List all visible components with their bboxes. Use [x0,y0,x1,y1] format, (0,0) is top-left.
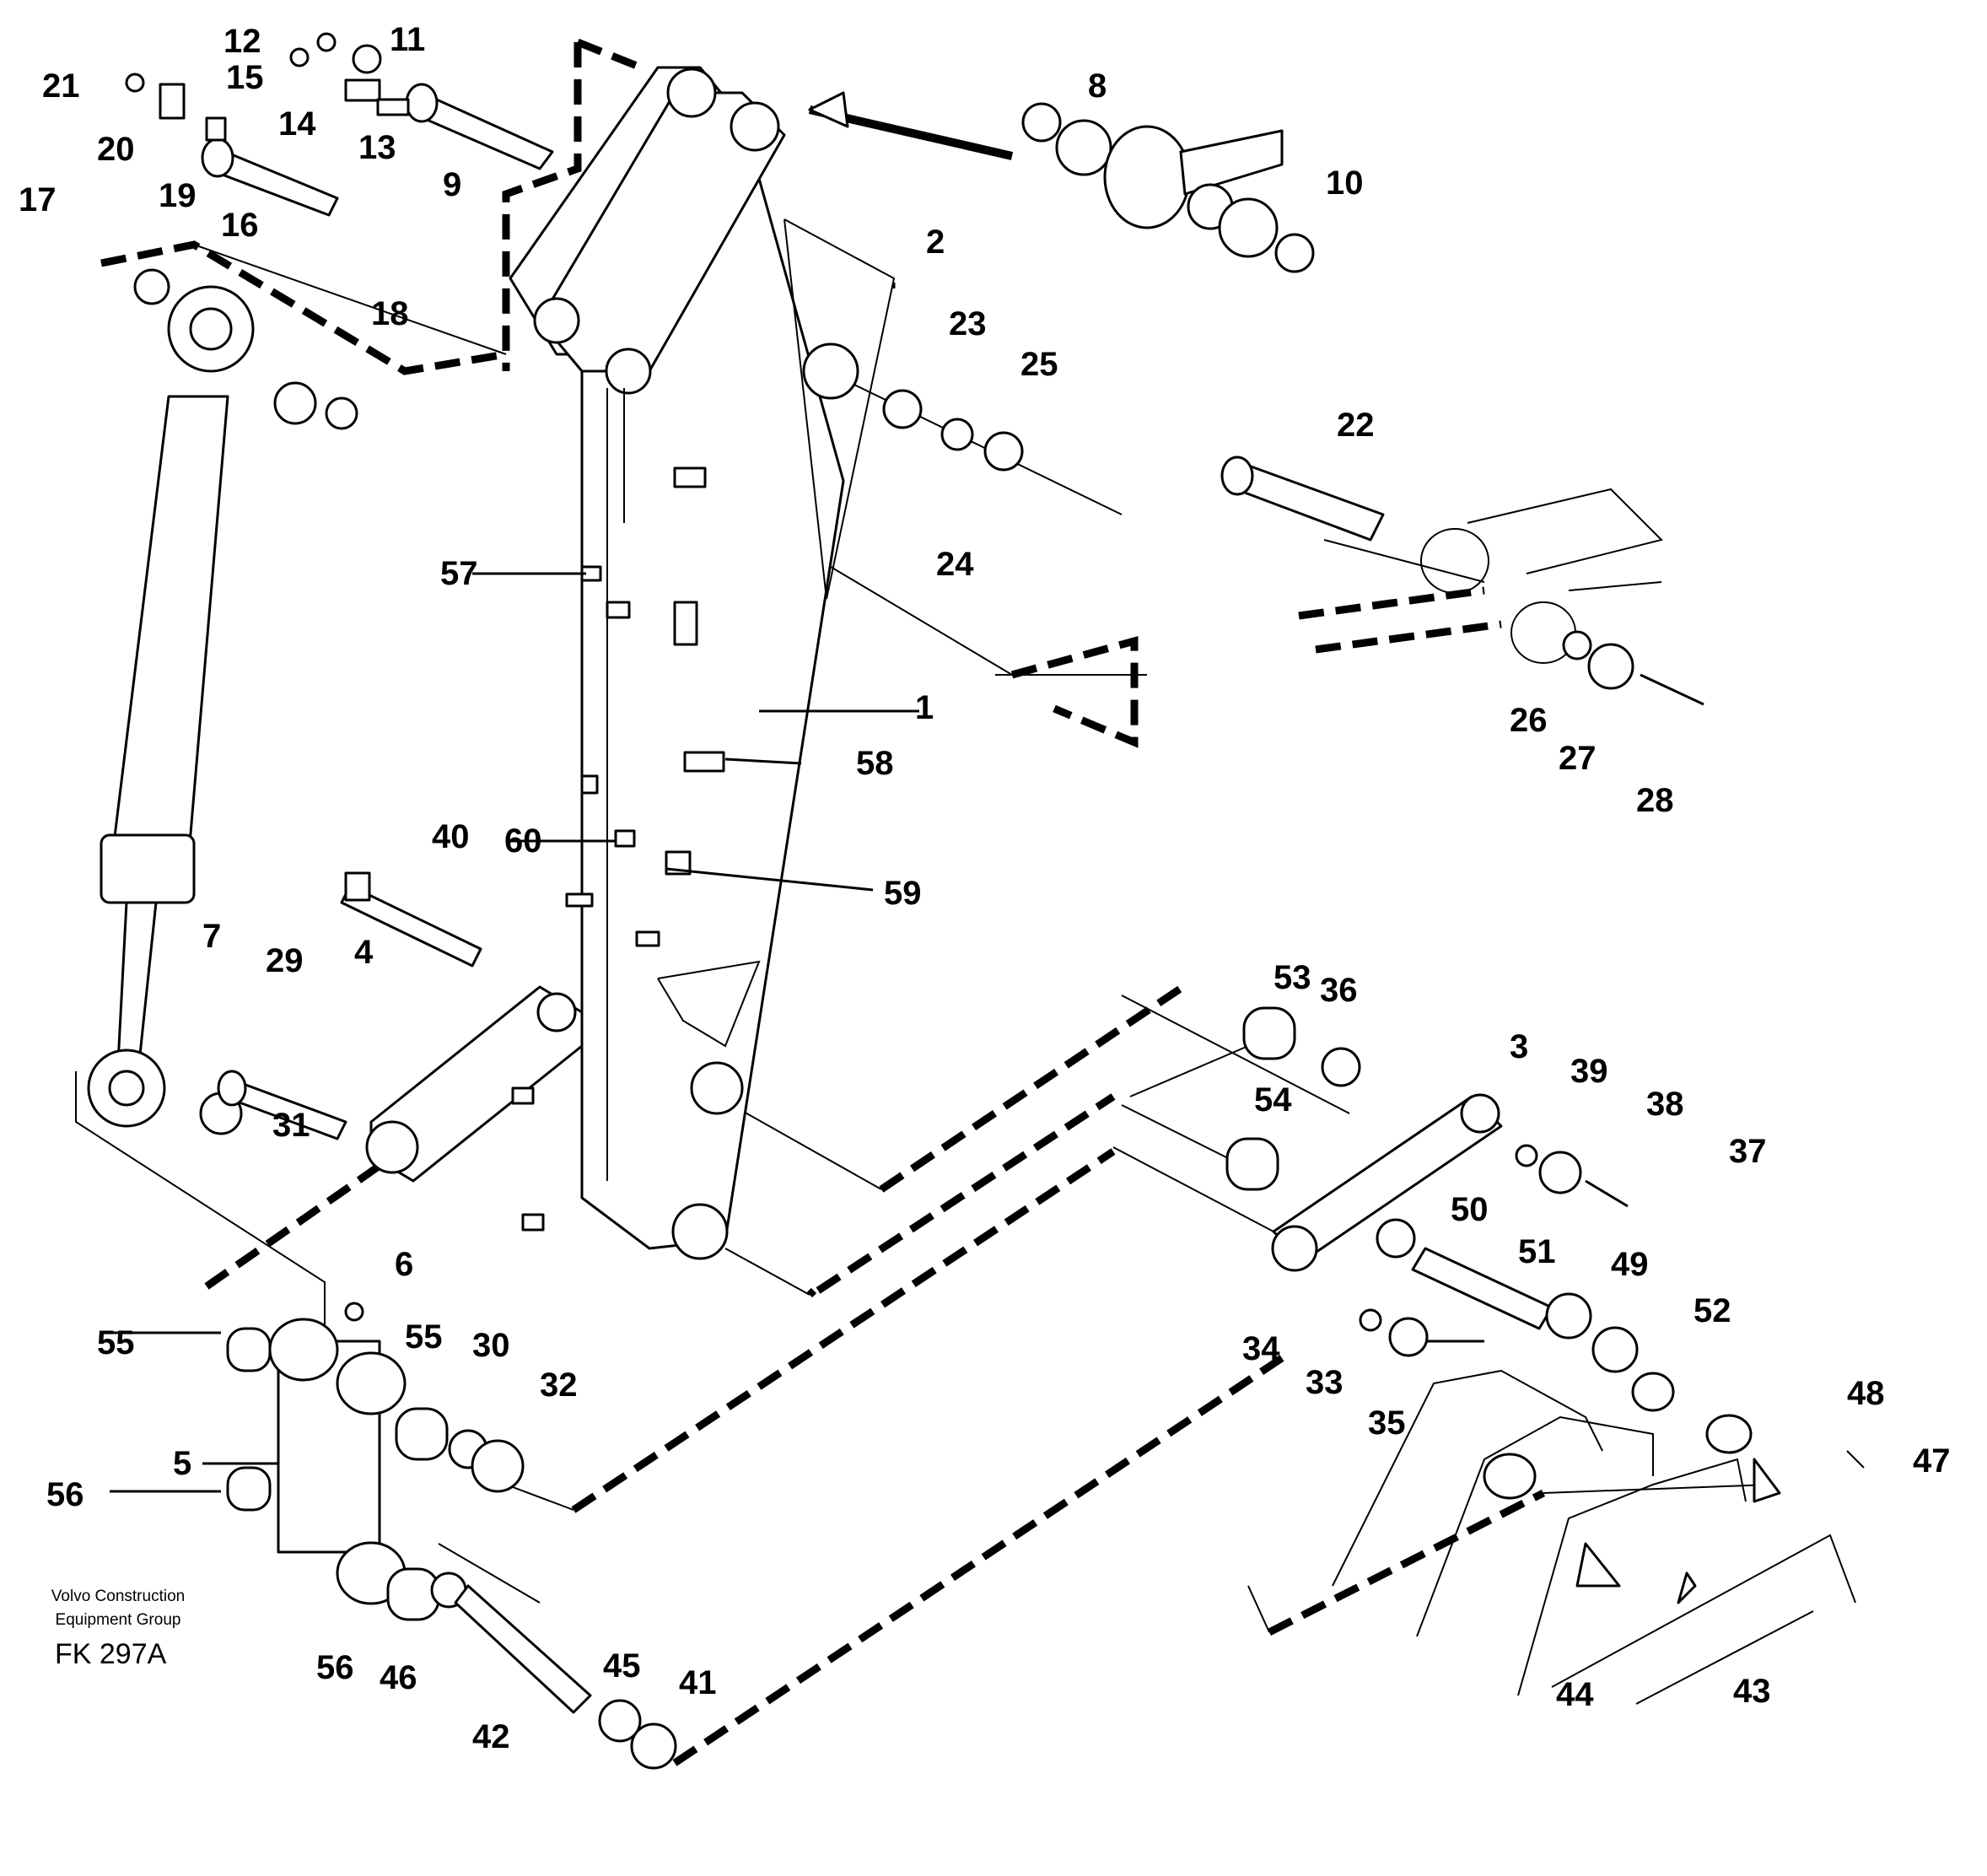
callout-16: 16 [221,207,259,244]
callout-10: 10 [1326,164,1364,202]
callout-56a: 56 [46,1476,84,1513]
callout-8: 8 [1088,67,1107,105]
caption-company-line1: Volvo Construction [51,1588,186,1605]
callout-53: 53 [1274,959,1311,996]
lower-left-linkage [217,871,584,1232]
callout-52: 52 [1694,1292,1731,1329]
callout-40: 40 [432,818,470,855]
callout-5: 5 [173,1445,191,1482]
callout-25: 25 [1020,346,1058,383]
callout-46: 46 [380,1659,417,1696]
callout-22: 22 [1337,407,1375,444]
callout-50: 50 [1451,1191,1489,1228]
callout-11: 11 [390,21,425,58]
bottom-left-bracket [226,1302,677,1770]
hydraulic-cylinder [87,268,358,1135]
right-linkage [1225,1006,1639,1373]
callout-13: 13 [358,129,396,166]
callout-27: 27 [1559,740,1597,777]
caption-company-line2: Equipment Group [55,1611,181,1629]
callout-41: 41 [679,1664,717,1701]
callout-51: 51 [1518,1233,1556,1270]
callout-19: 19 [159,177,197,214]
callout-56b: 56 [316,1649,354,1686]
callout-58: 58 [856,745,894,782]
callout-57: 57 [440,555,478,592]
callout-2: 2 [926,224,945,261]
callout-26: 26 [1510,702,1548,739]
leader-lines [110,83,919,1493]
callout-6: 6 [395,1246,413,1283]
callout-14: 14 [278,105,316,143]
callout-24: 24 [936,546,974,583]
callout-42: 42 [472,1718,510,1755]
callout-21: 21 [42,67,80,105]
arm-pin-right [882,283,1704,706]
boom-arm [509,66,896,1260]
callout-15: 15 [226,59,264,96]
callout-39: 39 [1570,1053,1608,1090]
callout-9: 9 [443,166,461,203]
callout-30: 30 [472,1327,510,1364]
top-right-bushings [808,91,1315,273]
callout-55a: 55 [97,1324,135,1361]
callout-37: 37 [1729,1133,1767,1170]
callout-labels: 1 2 3 4 5 6 7 8 9 10 11 12 13 14 15 16 1… [19,21,1951,1755]
top-pins [125,32,554,217]
callout-4: 4 [354,934,374,971]
callout-45: 45 [603,1647,641,1685]
callout-47: 47 [1913,1442,1951,1480]
callout-38: 38 [1646,1086,1684,1123]
callout-35: 35 [1368,1404,1406,1442]
callout-44: 44 [1556,1676,1594,1713]
callout-23: 23 [949,305,987,342]
callout-29: 29 [266,942,304,979]
callout-33: 33 [1306,1364,1344,1401]
callout-32: 32 [540,1367,578,1404]
callout-54: 54 [1254,1081,1292,1119]
callout-18: 18 [371,295,409,332]
callout-59: 59 [884,875,922,912]
callout-55b: 55 [405,1318,443,1356]
bucket-bracket [1332,1369,1865,1705]
callout-60: 60 [504,822,542,860]
callout-12: 12 [223,23,261,60]
callout-48: 48 [1847,1375,1885,1412]
callout-20: 20 [97,131,135,168]
caption-figure-code: FK 297A [55,1638,167,1670]
callout-3: 3 [1510,1028,1528,1065]
callout-49: 49 [1611,1246,1649,1283]
callout-1: 1 [915,689,934,726]
callout-31: 31 [272,1107,310,1144]
callout-17: 17 [19,181,57,218]
callout-43: 43 [1733,1673,1771,1710]
callout-34: 34 [1242,1330,1280,1367]
callout-28: 28 [1636,782,1674,819]
callout-7: 7 [202,918,221,955]
callout-36: 36 [1320,972,1358,1009]
